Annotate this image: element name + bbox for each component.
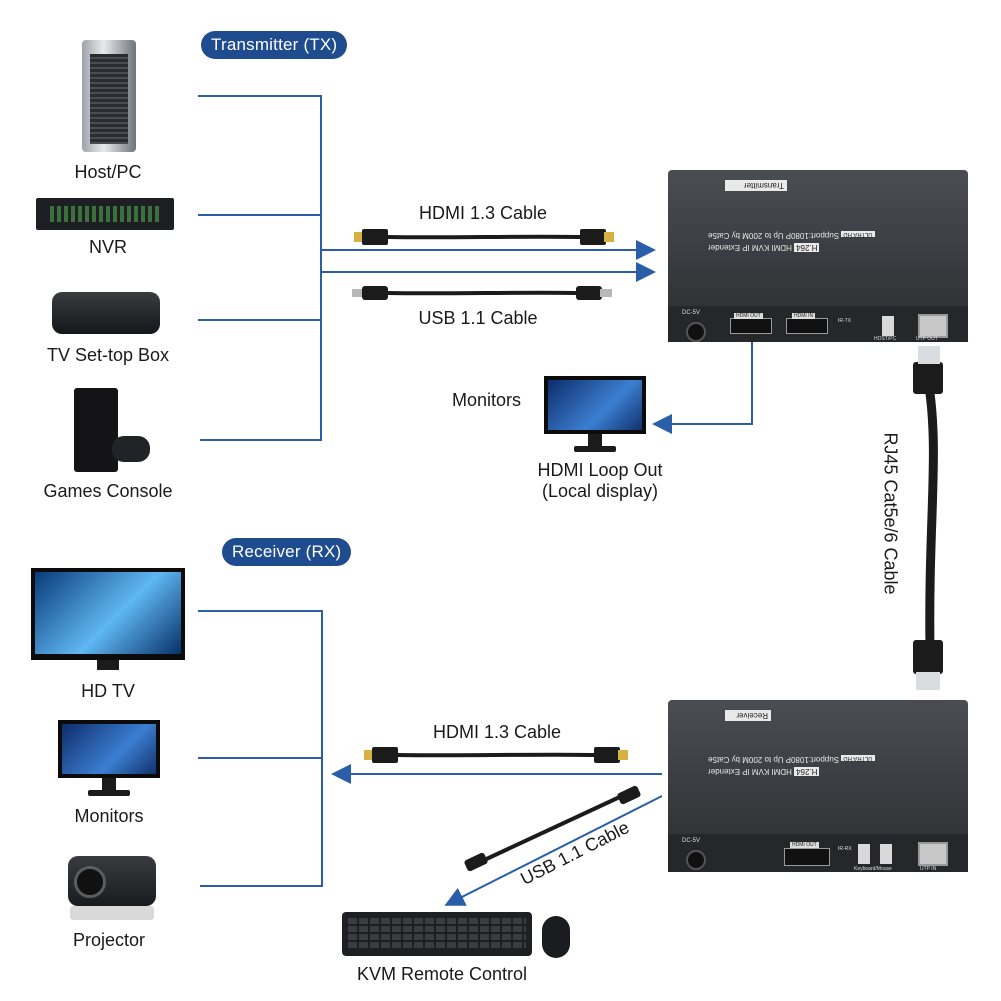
monitor-icon xyxy=(58,720,160,800)
device-ultra-hd: ULTRA HD xyxy=(841,231,875,237)
source-label-nvr: NVR xyxy=(88,237,127,257)
monitor-icon xyxy=(544,376,646,456)
source-label-host: Host/PC xyxy=(74,162,142,182)
port-label-keyboard: Keyboard/Mouse xyxy=(854,866,892,872)
projector-icon xyxy=(64,852,160,924)
display-label-projector: Projector xyxy=(72,930,146,950)
display-label-monitors: Monitors xyxy=(74,806,144,826)
source-label-console: Games Console xyxy=(43,481,173,501)
port-label-utp-out: UTP OUT xyxy=(916,336,938,342)
tx-hdmi-cable-label: HDMI 1.3 Cable xyxy=(418,203,548,223)
port-label-dc: DC-5V xyxy=(682,838,701,844)
mouse-icon xyxy=(542,916,570,958)
hdmi-in-port xyxy=(786,318,828,334)
port-label-hdmi-out: HDMI OUT xyxy=(734,313,763,319)
tx-usb-cable-label: USB 1.1 Cable xyxy=(418,308,538,328)
tower-pc-icon xyxy=(82,40,136,152)
device-spec: Support:1080P Up to 200M by Cat5e xyxy=(708,231,840,240)
device-title: HDMI KVM IP Extender xyxy=(708,243,792,252)
hdmi-out-port xyxy=(784,848,830,866)
tv-icon xyxy=(31,568,185,672)
port-label-hdmi-out: HDMI OUT xyxy=(790,842,819,848)
port-label-hdmi-in: HDMI IN xyxy=(792,313,816,319)
game-console-icon xyxy=(74,388,152,474)
source-label-settop: TV Set-top Box xyxy=(46,345,170,365)
settop-box-icon xyxy=(52,292,160,334)
device-title: HDMI KVM IP Extender xyxy=(708,767,792,776)
receiver-device: Receiver H.264 HDMI KVM IP Extender ULTR… xyxy=(668,700,968,872)
usb-port xyxy=(858,844,870,864)
port-label-ir: IR-RX xyxy=(838,846,852,852)
display-label-tv: HD TV xyxy=(81,681,135,701)
rx-hdmi-cable-label: HDMI 1.3 Cable xyxy=(432,722,562,742)
keyboard-icon xyxy=(342,912,532,956)
port-label-dc: DC-5V xyxy=(682,310,701,316)
port-label-host: HOST/PC xyxy=(874,336,897,342)
device-spec: Support:1080P Up to 200M by Cat5e xyxy=(708,755,840,764)
rj45-cable-label: RJ45 Cat5e/6 Cable xyxy=(880,432,901,595)
loop-monitor-label: Monitors xyxy=(452,390,522,410)
dc-port xyxy=(686,322,706,342)
hdmi-out-port xyxy=(730,318,772,334)
usb-port xyxy=(880,844,892,864)
device-badge: Receiver xyxy=(725,710,771,721)
rj45-port xyxy=(918,842,948,866)
nvr-icon xyxy=(36,198,174,230)
loop-out-label: HDMI Loop Out xyxy=(537,460,663,480)
kvm-remote-label: KVM Remote Control xyxy=(356,964,528,984)
usb-port xyxy=(882,316,894,336)
dc-port xyxy=(686,850,706,870)
rj45-port xyxy=(918,314,948,338)
transmitter-device: Transmitter H.264 HDMI KVM IP Extender U… xyxy=(668,170,968,342)
rx-section-title: Receiver (RX) xyxy=(222,538,352,566)
device-ultra-hd: ULTRA HD xyxy=(841,755,875,761)
device-badge: Transmitter xyxy=(725,180,787,191)
loop-out-sublabel: (Local display) xyxy=(541,481,659,501)
device-brand: H.264 xyxy=(794,243,820,252)
device-brand: H.264 xyxy=(794,767,820,776)
tx-section-title: Transmitter (TX) xyxy=(201,31,348,59)
port-label-utp-in: UTP IN xyxy=(920,866,937,872)
port-label-ir: IR-TX xyxy=(838,318,852,324)
